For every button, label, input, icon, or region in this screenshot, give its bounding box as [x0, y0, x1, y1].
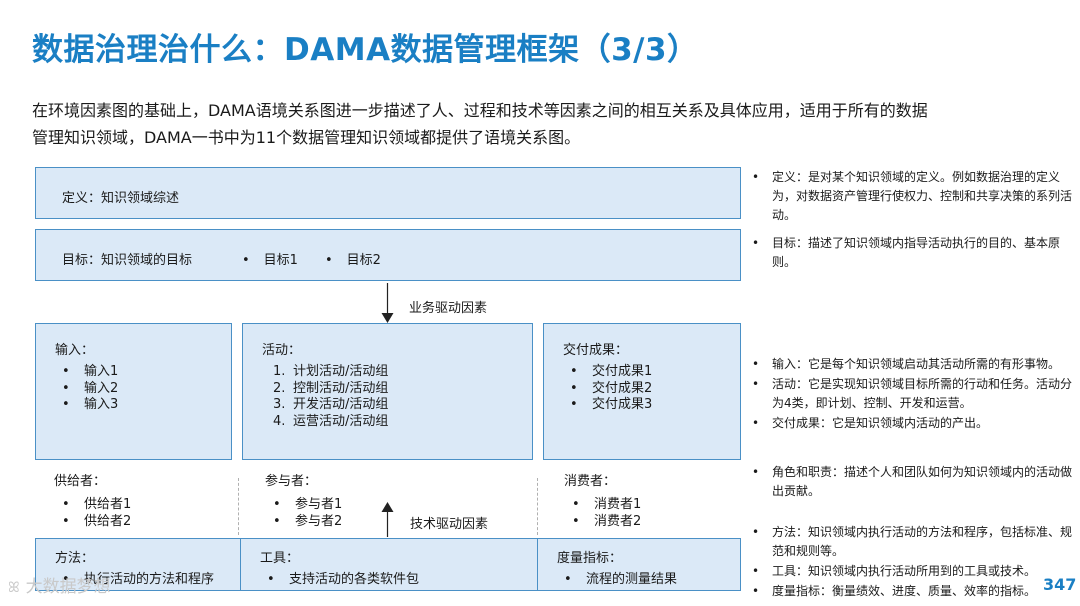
methods-box: 方法： 执行活动的方法和程序 [35, 538, 241, 591]
business-driver-arrowhead [381, 313, 394, 323]
activity-item: 1.计划活动/活动组 [273, 364, 389, 379]
participant-item: 参与者2 [273, 514, 342, 531]
deliverable-item: 交付成果2 [570, 381, 652, 398]
tools-box: 工具： 支持活动的各类软件包 [240, 538, 538, 591]
participant-item: 参与者1 [273, 497, 342, 514]
activity-item: 2.控制活动/活动组 [273, 380, 389, 396]
metrics-box: 度量指标： 流程的测量结果 [537, 538, 741, 591]
activities-heading: 活动： [262, 343, 302, 358]
note-definition: 定义：是对某个知识领域的定义。例如数据治理的定义为，对数据资产管理行使权力、控制… [752, 168, 1078, 225]
consumers-heading: 消费者： [564, 474, 617, 489]
inputs-heading: 输入： [55, 343, 95, 358]
note-goal: 目标：描述了知识领域内指导活动执行的目的、基本原则。 [752, 234, 1078, 272]
notes-tools: 方法：知识领域内执行活动的方法和程序，包括标准、规范和规则等。 工具：知识领域内… [752, 523, 1078, 602]
inputs-box: 输入： 输入1 输入2 输入3 [35, 323, 232, 460]
activities-list: 1.计划活动/活动组 2.控制活动/活动组 3.开发活动/活动组 4.运营活动/… [273, 364, 388, 430]
consumer-item: 消费者2 [572, 514, 641, 531]
input-item: 输入2 [62, 381, 118, 398]
suppliers-list: 供给者1 供给者2 [62, 497, 131, 530]
suppliers-heading: 供给者： [54, 474, 107, 489]
goal-item: 目标1 [242, 249, 298, 268]
supplier-item: 供给者2 [62, 514, 131, 531]
notes-definition-goal: 定义：是对某个知识领域的定义。例如数据治理的定义为，对数据资产管理行使权力、控制… [752, 168, 1078, 273]
consumer-item: 消费者1 [572, 497, 641, 514]
deliverable-item: 交付成果3 [570, 397, 652, 414]
suppliers-group: 供给者： 供给者1 供给者2 [54, 470, 131, 530]
goal-text: 目标：知识领域的目标 [62, 253, 193, 268]
intro-paragraph: 在环境因素图的基础上，DAMA语境关系图进一步描述了人、过程和技术等因素之间的相… [32, 97, 1062, 151]
watermark-logo-icon: ꕤ [8, 580, 20, 596]
tech-driver-label: 技术驱动因素 [410, 517, 489, 532]
consumers-group: 消费者： 消费者1 消费者2 [564, 470, 641, 530]
notes-roles: 角色和职责：描述个人和团队如何为知识领域内的活动做出贡献。 [752, 463, 1078, 502]
watermark-text: 大数据梦想 [25, 577, 111, 597]
consumers-list: 消费者1 消费者2 [572, 497, 641, 530]
note-metric: 度量指标：衡量绩效、进度、质量、效率的指标。 [752, 582, 1078, 601]
note-activity: 活动：它是实现知识领域目标所需的行动和任务。活动分为4类，即计划、控制、开发和运… [752, 375, 1078, 413]
participants-group: 参与者： 参与者1 参与者2 [265, 470, 342, 530]
participants-list: 参与者1 参与者2 [273, 497, 342, 530]
role-divider [537, 478, 538, 535]
tools-heading: 工具： [260, 551, 300, 566]
deliverables-list: 交付成果1 交付成果2 交付成果3 [570, 364, 652, 414]
deliverable-item: 交付成果1 [570, 364, 652, 381]
activities-box: 活动： 1.计划活动/活动组 2.控制活动/活动组 3.开发活动/活动组 4.运… [242, 323, 533, 460]
page-number: 347 [1043, 575, 1077, 594]
intro-line: 管理知识领域，DAMA一书中为11个数据管理知识领域都提供了语境关系图。 [32, 128, 581, 147]
deliverables-box: 交付成果： 交付成果1 交付成果2 交付成果3 [543, 323, 741, 460]
role-divider [238, 478, 239, 535]
watermark: ꕤ 大数据梦想 [8, 572, 111, 597]
participants-heading: 参与者： [265, 474, 318, 489]
activity-item: 3.开发活动/活动组 [273, 397, 389, 412]
metrics-heading: 度量指标： [557, 551, 623, 566]
methods-heading: 方法： [55, 551, 95, 566]
note-method: 方法：知识领域内执行活动的方法和程序，包括标准、规范和规则等。 [752, 523, 1078, 561]
goal-item: 目标2 [325, 249, 381, 268]
deliverables-heading: 交付成果： [563, 343, 629, 358]
definition-text: 定义：知识领域综述 [62, 191, 180, 206]
business-driver-label: 业务驱动因素 [409, 301, 488, 316]
activity-item: 4.运营活动/活动组 [273, 413, 389, 429]
note-deliverable: 交付成果：它是知识领域内活动的产出。 [752, 414, 1078, 433]
note-tool: 工具：知识领域内执行活动所用到的工具或技术。 [752, 562, 1078, 581]
methods-item: 执行活动的方法和程序 [62, 568, 214, 587]
supplier-item: 供给者1 [62, 497, 131, 514]
metrics-item: 流程的测量结果 [564, 568, 677, 587]
notes-io: 输入：它是每个知识领域启动其活动所需的有形事物。 活动：它是实现知识领域目标所需… [752, 355, 1078, 434]
tech-driver-arrowhead [381, 502, 394, 512]
note-roles: 角色和职责：描述个人和团队如何为知识领域内的活动做出贡献。 [752, 463, 1078, 501]
definition-box: 定义：知识领域综述 [35, 167, 741, 219]
inputs-list: 输入1 输入2 输入3 [62, 364, 118, 414]
intro-line: 在环境因素图的基础上，DAMA语境关系图进一步描述了人、过程和技术等因素之间的相… [32, 101, 928, 120]
input-item: 输入3 [62, 397, 118, 414]
note-input: 输入：它是每个知识领域启动其活动所需的有形事物。 [752, 355, 1078, 374]
input-item: 输入1 [62, 364, 118, 381]
page-title: 数据治理治什么：DAMA数据管理框架（3/3） [32, 32, 699, 68]
tools-item: 支持活动的各类软件包 [267, 568, 419, 587]
goal-box: 目标：知识领域的目标 目标1 目标2 [35, 229, 741, 281]
